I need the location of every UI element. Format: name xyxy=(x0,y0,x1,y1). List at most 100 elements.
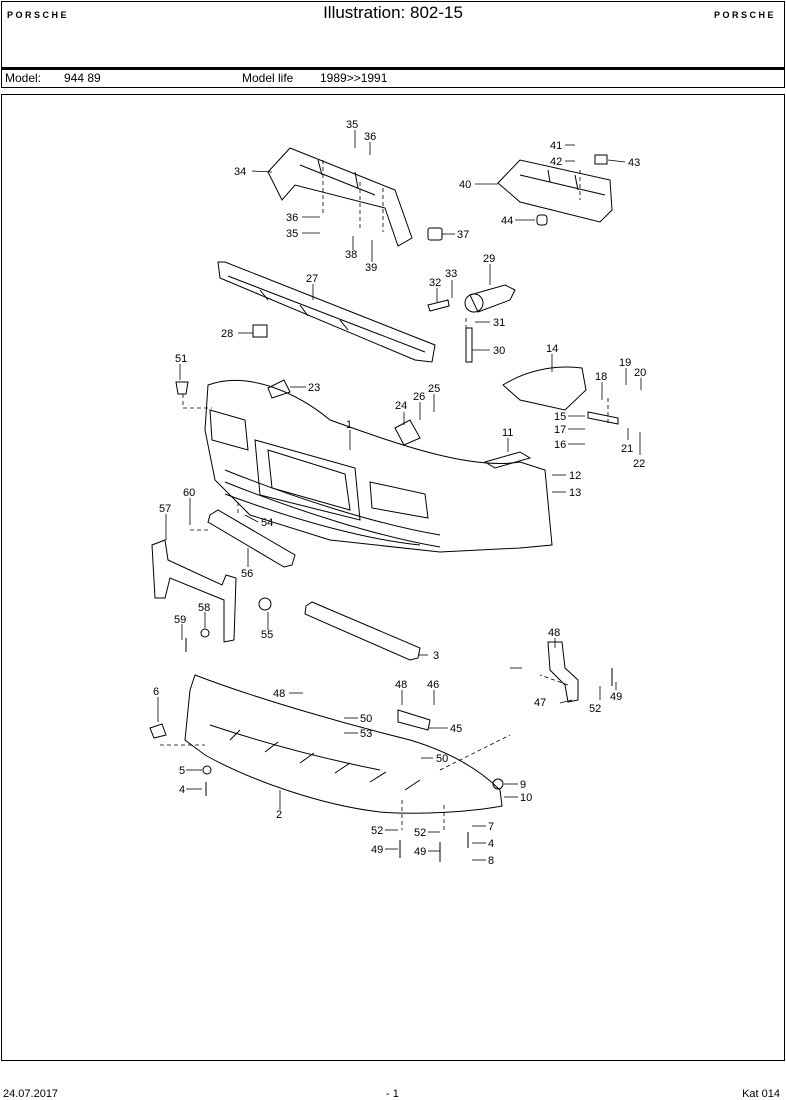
callout: 37 xyxy=(457,229,469,241)
callout: 17 xyxy=(554,424,566,436)
brand-logo-left: PORSCHE xyxy=(7,10,70,20)
part-1-fog-left xyxy=(209,409,249,451)
part-2-lower-panel xyxy=(184,674,503,814)
callout: 53 xyxy=(360,728,372,740)
part-14-air-duct xyxy=(502,366,587,411)
part-screws xyxy=(185,638,613,862)
callout: 47 xyxy=(534,697,546,709)
callout: 46 xyxy=(427,679,439,691)
part-3-rubber-strip xyxy=(304,601,421,661)
part-57-bracket xyxy=(151,539,237,643)
callout: 50 xyxy=(436,753,448,765)
callout: 51 xyxy=(175,353,187,365)
part-2-ribs xyxy=(209,724,421,791)
callout: 28 xyxy=(221,328,233,340)
callout: 20 xyxy=(634,367,646,379)
part-29-flange xyxy=(464,293,484,313)
callout: 21 xyxy=(621,443,633,455)
part-34-bracket xyxy=(267,147,413,247)
callout: 41 xyxy=(550,140,562,152)
callout: 18 xyxy=(595,371,607,383)
part-45-bracket xyxy=(397,709,431,731)
model-bar: Model: 944 89 Model life 1989>>1991 xyxy=(1,67,785,88)
callout: 38 xyxy=(345,249,357,261)
part-43-clip xyxy=(594,154,608,165)
part-15-strip xyxy=(587,411,619,425)
callout: 19 xyxy=(619,357,631,369)
callout: 15 xyxy=(554,411,566,423)
callout: 54 xyxy=(261,517,273,529)
part-32-bolt xyxy=(427,299,450,312)
part-28-block xyxy=(252,324,268,338)
part-washers xyxy=(202,765,212,775)
callout: 49 xyxy=(371,844,383,856)
callout: 7 xyxy=(488,821,494,833)
callout: 6 xyxy=(153,686,159,698)
callout: 5 xyxy=(179,765,185,777)
part-1-bumper-cover xyxy=(204,380,553,553)
part-48-bracket xyxy=(547,641,579,703)
callout: 3 xyxy=(433,650,439,662)
brand-logo-right: PORSCHE xyxy=(713,10,776,20)
part-drawings xyxy=(149,147,619,862)
diagram-frame xyxy=(1,94,785,1061)
footer-page: - 1 xyxy=(386,1088,399,1100)
callout: 36 xyxy=(364,131,376,143)
model-life-value: 1989>>1991 xyxy=(320,71,388,85)
part-1-grille xyxy=(254,439,361,521)
callout: 44 xyxy=(501,215,513,227)
callout: 48 xyxy=(273,688,285,700)
callout: 1 xyxy=(346,419,352,431)
leader-lines xyxy=(157,130,642,861)
callout: 34 xyxy=(234,166,246,178)
part-1-lower-slots xyxy=(224,469,441,548)
callout: 25 xyxy=(428,383,440,395)
part-23-clip xyxy=(267,379,291,399)
part-27-detail xyxy=(227,275,426,353)
callout: 8 xyxy=(488,855,494,867)
callout: 49 xyxy=(414,846,426,858)
model-life-label: Model life xyxy=(242,71,294,85)
part-30-bolt xyxy=(465,327,473,363)
part-29-tow-eye xyxy=(469,284,516,313)
callout: 13 xyxy=(569,487,581,499)
callout: 24 xyxy=(395,400,407,412)
part-37-clip xyxy=(427,227,443,241)
callout: 12 xyxy=(569,470,581,482)
callout: 32 xyxy=(429,277,441,289)
callout: 42 xyxy=(550,156,562,168)
part-56-strip xyxy=(207,509,296,568)
callout: 52 xyxy=(589,703,601,715)
callout: 30 xyxy=(493,345,505,357)
callout: 2 xyxy=(276,809,282,821)
part-nut-9 xyxy=(492,778,504,790)
callout: 16 xyxy=(554,439,566,451)
callout: 11 xyxy=(502,427,513,439)
callout: 52 xyxy=(371,825,383,837)
part-51-push-clip xyxy=(175,381,189,395)
callout: 43 xyxy=(628,157,640,169)
part-27-crossmember xyxy=(217,261,436,363)
part-40-detail xyxy=(519,169,606,196)
callout: 29 xyxy=(483,253,495,265)
part-34-detail xyxy=(299,159,376,196)
callout: 40 xyxy=(459,179,471,191)
part-washer-58 xyxy=(200,628,210,638)
callout: 10 xyxy=(520,792,532,804)
callout: 27 xyxy=(306,273,318,285)
callout: 45 xyxy=(450,723,462,735)
part-40-bracket xyxy=(497,159,613,223)
footer-catalog: Kat 014 xyxy=(742,1088,780,1100)
callout-labels: 35 36 34 36 35 38 39 37 41 42 43 40 44 2… xyxy=(153,119,646,867)
callout: 52 xyxy=(414,827,426,839)
part-1-fog-right xyxy=(369,481,429,519)
callout: 14 xyxy=(546,343,558,355)
page-title: Illustration: 802-15 xyxy=(323,3,463,22)
callout: 36 xyxy=(286,212,298,224)
callout: 26 xyxy=(413,391,425,403)
alignment-lines xyxy=(160,160,609,830)
callout: 48 xyxy=(548,627,560,639)
callout: 50 xyxy=(360,713,372,725)
callout: 33 xyxy=(445,268,457,280)
